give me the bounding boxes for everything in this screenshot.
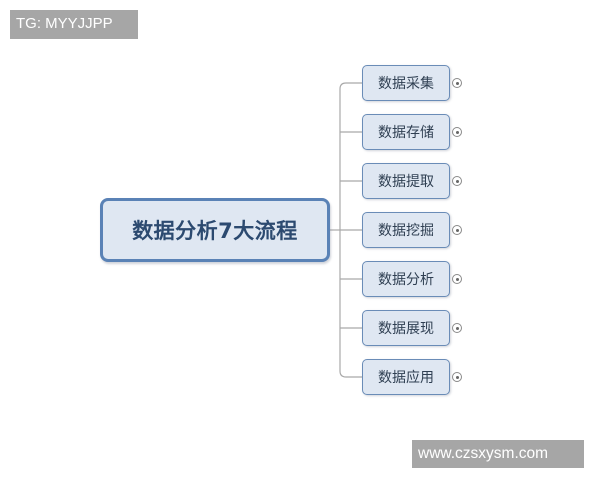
expand-toggle-icon[interactable] <box>452 176 462 186</box>
root-node[interactable]: 数据分析7大流程 <box>100 198 330 262</box>
child-node[interactable]: 数据应用 <box>362 359 450 395</box>
child-node[interactable]: 数据分析 <box>362 261 450 297</box>
root-node-label: 数据分析7大流程 <box>132 219 298 243</box>
child-node-label: 数据挖掘 <box>378 223 434 239</box>
child-node[interactable]: 数据展现 <box>362 310 450 346</box>
child-node-label: 数据展现 <box>378 321 434 337</box>
expand-toggle-icon[interactable] <box>452 127 462 137</box>
watermark-top: TG: MYYJJPP <box>10 10 138 39</box>
child-node-label: 数据应用 <box>378 370 434 386</box>
child-node[interactable]: 数据存储 <box>362 114 450 150</box>
expand-toggle-icon[interactable] <box>452 323 462 333</box>
child-node[interactable]: 数据采集 <box>362 65 450 101</box>
branch-line <box>339 82 362 90</box>
child-node[interactable]: 数据提取 <box>362 163 450 199</box>
expand-toggle-icon[interactable] <box>452 78 462 88</box>
expand-toggle-icon[interactable] <box>452 225 462 235</box>
expand-toggle-icon[interactable] <box>452 274 462 284</box>
child-node-label: 数据存储 <box>378 125 434 141</box>
child-node-label: 数据提取 <box>378 174 434 190</box>
expand-toggle-icon[interactable] <box>452 372 462 382</box>
branch-line <box>339 370 362 378</box>
child-node-label: 数据分析 <box>378 272 434 288</box>
child-node-label: 数据采集 <box>378 76 434 92</box>
child-node[interactable]: 数据挖掘 <box>362 212 450 248</box>
watermark-bottom: www.czsxysm.com <box>412 440 584 468</box>
